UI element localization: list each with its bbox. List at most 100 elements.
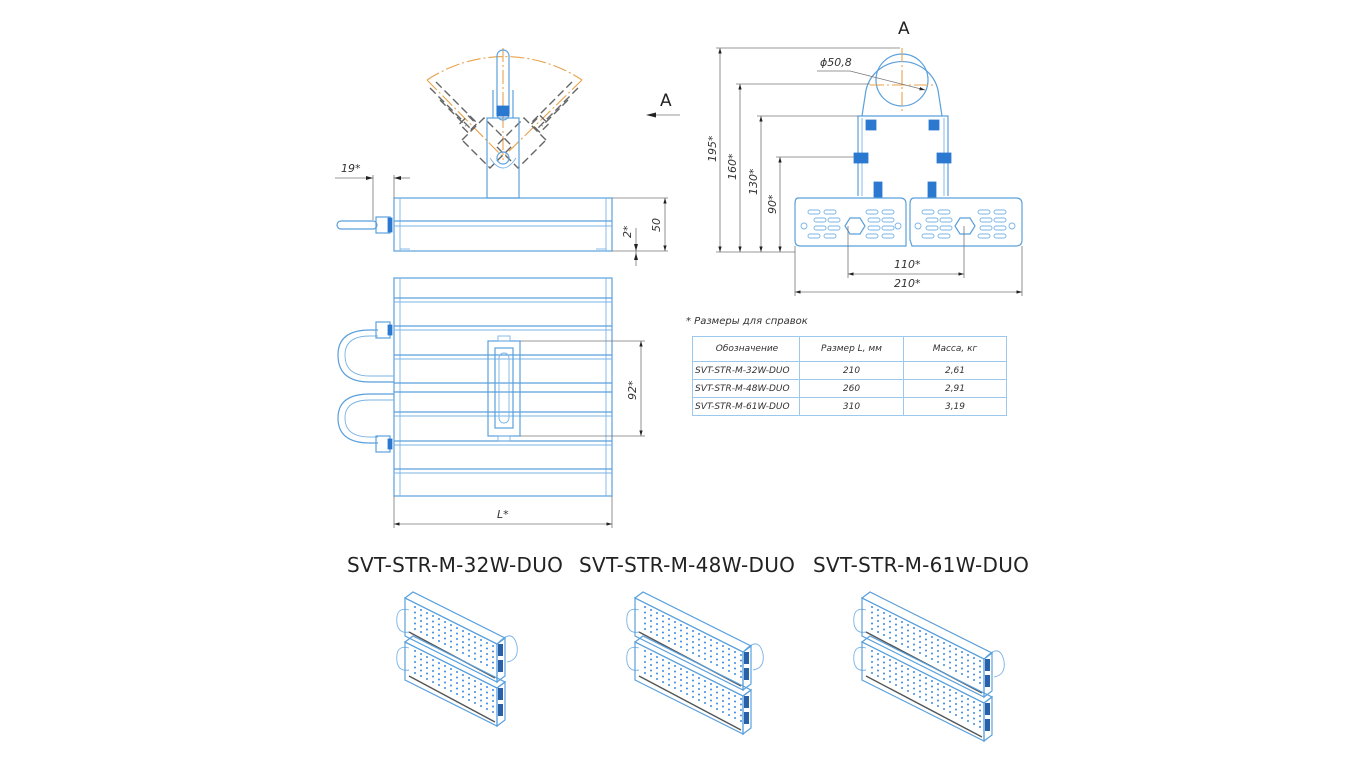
led-dot [967,709,969,711]
led-dot [444,643,446,645]
led-dot [901,632,903,634]
led-dot [644,611,646,614]
led-dot [644,650,646,652]
led-dot [680,640,682,643]
led-dot [967,654,969,656]
led-dot [716,708,718,710]
led-dot [462,679,464,682]
led-dot [734,695,736,697]
led-dot [734,662,736,664]
led-dot [456,627,458,629]
led-dot [692,630,694,632]
led-dot [973,723,975,725]
led-dot [414,650,416,652]
led-dot [961,717,963,719]
led-dot [662,664,664,667]
led-dot [462,652,464,654]
led-dot [937,683,939,685]
led-dot [728,664,730,667]
led-dot [895,673,897,675]
led-dot [871,672,873,674]
led-dot [961,662,963,664]
led-dot [450,646,452,648]
led-dot [913,643,915,646]
led-dot [426,634,428,636]
led-dot [949,705,951,708]
led-dot [444,621,446,623]
led-dot [740,676,742,678]
led-dot [492,656,494,658]
led-dot [973,717,975,720]
led-dot [728,653,730,656]
led-dot [871,617,873,619]
led-dot [656,617,658,620]
led-dot [979,665,981,668]
led-dot [716,642,718,644]
led-dot [456,682,458,684]
bolt-icon [936,152,952,164]
led-dot [925,699,927,701]
led-dot [680,690,682,692]
led-dot [662,670,664,672]
led-dot [414,672,416,674]
view-a-title: A [898,19,910,39]
led-dot [480,699,482,702]
led-dot [432,675,434,678]
led-dot [662,620,664,623]
led-dot [692,641,694,643]
led-dot [955,664,957,667]
led-dot [740,709,742,711]
led-dot [444,626,446,629]
led-dot [644,666,646,669]
led-dot [704,702,706,704]
led-dot [901,643,903,645]
dim-h90: 90* [766,194,779,214]
led-dot [656,634,658,636]
led-dot [492,661,494,664]
led-dot [722,656,724,658]
led-dot [728,670,730,672]
led-dot [907,690,909,692]
luminaire-profile-right [909,197,1023,247]
led-dot [883,612,885,614]
led-dot [468,633,470,635]
rotation-arc [426,56,583,81]
led-dot [674,681,676,684]
led-dot [444,665,446,667]
led-dot [668,673,670,675]
heatsink-ribs [394,297,612,474]
led-dot [468,682,470,685]
model-title-32w: SVT-STR-M-32W-DUO [347,553,564,577]
led-dot [973,701,975,703]
led-dot [913,676,915,679]
led-dot [462,685,464,687]
led-dot [907,679,909,681]
led-dot [456,676,458,679]
led-dot [919,646,921,649]
led-dot [734,667,736,670]
led-dot [486,642,488,644]
header-designation: Обозначение [692,336,800,362]
led-dot [895,618,897,620]
led-dot [492,711,494,713]
led-dot [656,623,658,625]
led-dot [686,687,688,690]
led-dot [432,670,434,672]
led-dot [698,682,700,685]
led-dot [492,667,494,669]
cell-mass: 2,61 [903,361,1007,380]
led-dot [955,670,957,672]
module-end-face [742,644,752,692]
led-dot [698,655,700,657]
led-dot [650,658,652,661]
led-dot [426,672,428,675]
led-dot [937,705,939,707]
led-dot [871,622,873,625]
led-dot [937,655,939,658]
led-dot [680,673,682,676]
led-dot [686,676,688,679]
led-dot [480,683,482,685]
led-dot [692,646,694,649]
dim-h195: 195* [706,135,719,162]
led-dot [492,650,494,653]
